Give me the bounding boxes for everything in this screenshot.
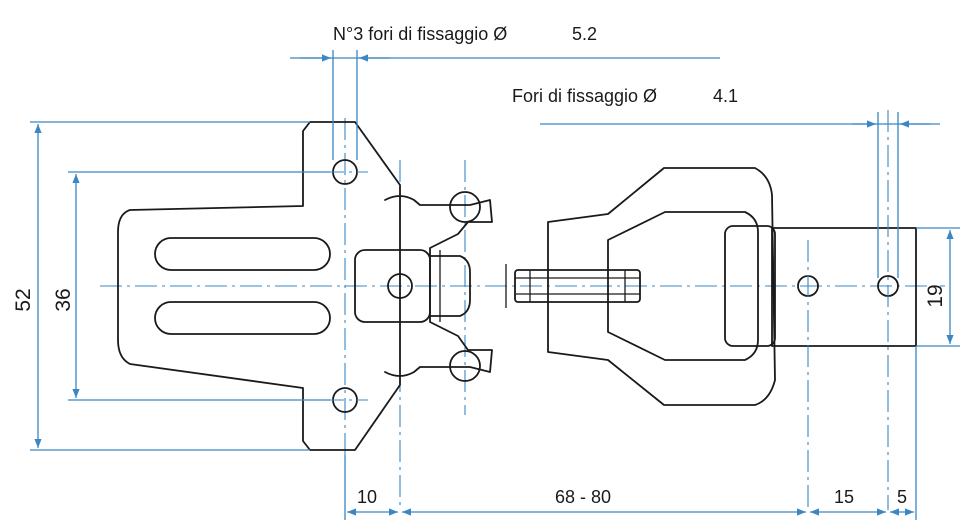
- mount-holes-label: N°3 fori di fissaggio Ø: [333, 24, 507, 44]
- fixing-holes-label: Fori di fissaggio Ø: [512, 86, 657, 106]
- pivot-pin: [387, 273, 413, 299]
- slot-lower: [154, 301, 331, 335]
- hinge-assembly: [354, 191, 507, 382]
- dim-latch-height: 19: [924, 284, 947, 307]
- mount-holes-value: 5.2: [572, 24, 597, 44]
- dimension-lines: [30, 50, 960, 520]
- base-plate: [117, 121, 401, 451]
- slot-upper: [154, 237, 331, 271]
- fixing-holes-value: 4.1: [713, 86, 738, 106]
- dim-edge-distance: 5: [897, 487, 907, 507]
- dim-overall-height: 52: [12, 288, 35, 311]
- threaded-spindle: [514, 269, 641, 303]
- center-axes: [100, 118, 945, 510]
- dim-stroke-range: 68 - 80: [555, 487, 611, 507]
- dim-hole-pitch: 15: [834, 487, 854, 507]
- stirrup-hook: [547, 167, 776, 406]
- dim-offset-10: 10: [357, 487, 377, 507]
- dim-hole-spacing: 36: [52, 288, 75, 311]
- latch-plate: [771, 110, 917, 510]
- dimension-labels: N°3 fori di fissaggio Ø 5.2 Fori di fiss…: [12, 24, 947, 507]
